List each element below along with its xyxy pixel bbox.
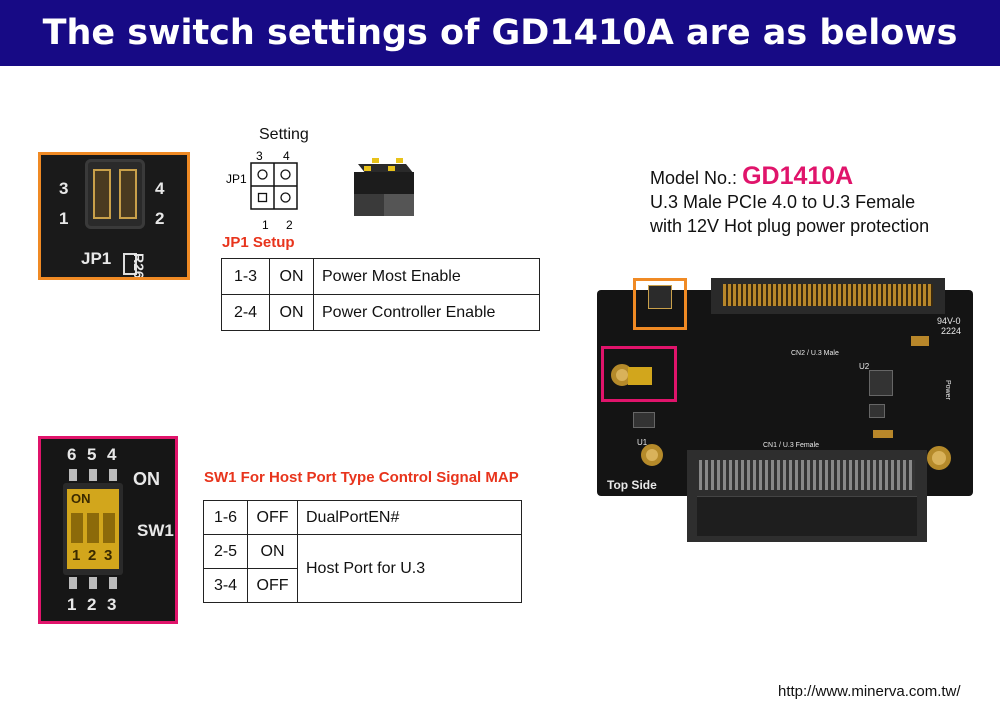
jumper-cap-icon [354,158,414,216]
pcb-board: CN2 / U.3 Male CN1 / U.3 Female Top Side… [597,278,973,542]
jp1-desc: Power Most Enable [313,258,540,295]
jp1-table: 1-3 ON Power Most Enable 2-4 ON Power Co… [221,258,540,331]
model-line2: with 12V Hot plug power protection [650,216,930,236]
page-title: The switch settings of GD1410A are as be… [0,0,1000,66]
table-row: 1-6 OFF DualPortEN# [203,500,522,535]
sw1-photo-bottom-2: 2 [87,595,97,614]
sw1-photo-switch-on: ON [71,491,91,506]
jp1-pin-bottom-1: 1 [262,218,269,232]
board-u2: U2 [859,362,870,371]
sw1-photo-top-6: 6 [67,445,77,464]
sw1-desc: Host Port for U.3 [297,534,522,603]
jp1-setup-title: JP1 Setup [222,234,295,251]
table-row: 1-3 ON Power Most Enable [221,258,540,295]
jp1-pin-diagram [250,162,298,210]
jp1-photo-partial: R26 [131,253,147,279]
jp1-pin-top-4: 4 [283,149,290,163]
sw1-photo-switch-2: 2 [88,547,97,564]
jp1-setting-label: Setting [259,126,309,143]
model-number: GD1410A [742,162,854,190]
board-cn2-label: CN2 / U.3 Male [791,350,839,357]
sw1-pins: 2-5 [203,534,248,569]
board-u1: U1 [637,438,648,447]
model-label: Model No.: [650,168,738,188]
sw1-board-highlight [601,346,677,402]
sw1-state: ON [247,534,298,569]
jp1-photo-pin-4: 4 [155,179,165,198]
board-top-side: Top Side [607,478,657,492]
jp1-photo-pin-3: 3 [59,179,69,198]
sw1-photo: 6 5 4 ON ON 1 2 3 SW1 1 2 3 [38,436,178,624]
sw1-photo-top-4: 4 [107,445,117,464]
sw1-desc: DualPortEN# [297,500,522,535]
sw1-table: 1-6 OFF DualPortEN# 2-5 ON Host Port for… [203,500,522,603]
sw1-photo-top-5: 5 [87,445,97,464]
table-row: 2-5 ON Host Port for U.3 [203,534,522,603]
sw1-photo-on-label: ON [133,469,160,489]
jp1-state: ON [269,258,314,295]
sw1-state: OFF [247,500,298,535]
jp1-board-highlight [633,278,687,330]
sw1-pins: 1-6 [203,500,248,535]
table-row: 3-4 OFF [203,568,522,603]
board-power: Power [944,380,951,400]
jp1-diagram-name: JP1 [226,172,247,186]
jp1-photo-pin-2: 2 [155,209,165,228]
sw1-photo-bottom-1: 1 [67,595,77,614]
sw1-photo-name: SW1 [137,521,174,540]
model-info: Model No.: GD1410A U.3 Male PCIe 4.0 to … [650,164,929,238]
sw1-pins: 3-4 [203,568,248,603]
jp1-photo-label: JP1 [81,249,112,268]
jp1-state: ON [269,294,314,331]
jp1-pin-bottom-2: 2 [286,218,293,232]
footer-url[interactable]: http://www.minerva.com.tw/ [778,683,961,700]
board-code2: 2224 [941,326,962,336]
sw1-title: SW1 For Host Port Type Control Signal MA… [204,469,519,486]
jp1-desc: Power Controller Enable [313,294,540,331]
jp1-photo: 3 1 4 2 JP1 R26 [38,152,190,280]
sw1-state: OFF [247,568,298,603]
jp1-pin-top-3: 3 [256,149,263,163]
board-code1: 94V-0 [937,316,961,326]
sw1-photo-switch-3: 3 [104,547,113,564]
model-line1: U.3 Male PCIe 4.0 to U.3 Female [650,192,916,212]
board-cn1-label: CN1 / U.3 Female [763,442,820,449]
jp1-photo-pin-1: 1 [59,209,69,228]
jp1-pins: 1-3 [221,258,270,295]
sw1-photo-bottom-3: 3 [107,595,117,614]
jp1-pins: 2-4 [221,294,270,331]
sw1-photo-switch-1: 1 [72,547,81,564]
table-row: 2-4 ON Power Controller Enable [221,294,540,331]
